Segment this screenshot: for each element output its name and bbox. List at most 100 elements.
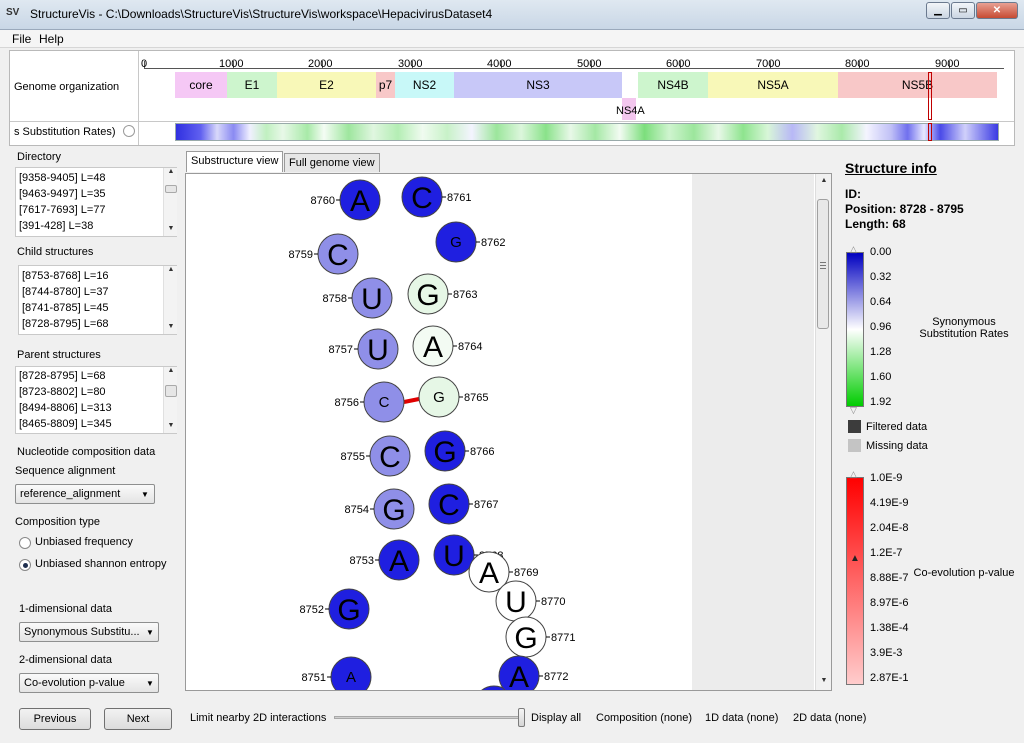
menu-help[interactable]: Help [39, 32, 64, 46]
threshold-marker-icon[interactable]: ▲ [850, 553, 860, 564]
ruler-tick-label: 3000 [398, 58, 423, 70]
substitution-rates-radio[interactable] [123, 125, 135, 137]
list-item[interactable]: [8723-8802] L=80 [19, 386, 106, 398]
scroll-thumb[interactable] [165, 185, 177, 193]
scroll-up-icon[interactable]: ▲ [167, 367, 175, 374]
scroll-down-icon[interactable]: ▼ [167, 422, 175, 429]
limit-interactions-label: Limit nearby 2D interactions [190, 712, 327, 724]
triangle-down-icon: ▽ [850, 405, 857, 415]
nucleotide-base: U [367, 334, 389, 367]
nucleotide-base: G [382, 494, 405, 527]
gene-p7[interactable]: p7 [376, 72, 395, 98]
list-item[interactable]: [9463-9497] L=35 [19, 188, 106, 200]
next-button[interactable]: Next [104, 708, 172, 730]
synonymous-tick-label: 1.92 [870, 396, 892, 408]
tab-full-genome-view[interactable]: Full genome view [284, 153, 380, 172]
coevolution-tick-label: 8.88E-7 [870, 572, 909, 584]
ruler-tick [501, 61, 502, 69]
nucleotide-position-label: 8764 [458, 341, 482, 353]
nucleotide-base: A [509, 661, 529, 691]
scroll-up-icon[interactable]: ▲ [820, 177, 828, 184]
divider [138, 51, 139, 145]
scroll-down-icon[interactable]: ▼ [167, 225, 175, 232]
nucleotide-base: G [433, 436, 456, 469]
directory-list[interactable]: [9358-9405] L=48 [9463-9497] L=35 [7617-… [15, 167, 177, 237]
list-item[interactable]: [8741-8785] L=45 [22, 302, 109, 314]
parent-structures-list[interactable]: [8728-8795] L=68 [8723-8802] L=80 [8494-… [15, 366, 177, 434]
close-button[interactable]: ✕ [976, 2, 1018, 19]
gene-ns4b[interactable]: NS4B [638, 72, 708, 98]
radio-unbiased-shannon-entropy[interactable] [19, 559, 31, 571]
ruler-tick [949, 61, 950, 69]
synonymous-tick-label: 0.96 [870, 321, 892, 333]
coevolution-tick-label: 4.19E-9 [870, 497, 909, 509]
scroll-thumb[interactable] [817, 199, 829, 329]
nucleotide-position-label: 8763 [453, 289, 477, 301]
ruler-tick [233, 61, 234, 69]
gene-ns5b[interactable]: NS5B [838, 72, 997, 98]
minimize-icon: ▁ [934, 5, 942, 16]
previous-button[interactable]: Previous [19, 708, 91, 730]
list-item[interactable]: [8465-8809] L=345 [19, 418, 112, 430]
scroll-down-icon[interactable]: ▼ [167, 323, 175, 330]
nucleotide-position-label: 8754 [345, 504, 369, 516]
coevolution-tick-label: 2.04E-8 [870, 522, 909, 534]
nucleotide-base: G [450, 234, 462, 251]
coevolution-color-bar [846, 477, 864, 685]
structure-id: ID: [845, 187, 861, 201]
sequence-alignment-value: reference_alignment [20, 488, 121, 500]
list-item[interactable]: [8753-8768] L=16 [22, 270, 109, 282]
list-item[interactable]: [391-428] L=38 [19, 220, 94, 232]
gene-ns4a[interactable] [622, 98, 636, 120]
list-item[interactable]: [8728-8795] L=68 [19, 370, 106, 382]
synonymous-tick-label: 1.60 [870, 371, 892, 383]
list-item[interactable]: [8494-8806] L=313 [19, 402, 112, 414]
nucleotide-position-label: 8753 [350, 555, 374, 567]
radio-unbiased-frequency[interactable] [19, 537, 31, 549]
nucleotide-position-label: 8772 [544, 671, 568, 683]
menu-file[interactable]: File [12, 32, 32, 46]
list-item[interactable]: [8744-8780] L=37 [22, 286, 109, 298]
scroll-up-icon[interactable]: ▲ [167, 168, 175, 175]
child-structures-list[interactable]: [8753-8768] L=16 [8744-8780] L=37 [8741-… [18, 265, 177, 335]
nucleotide-base: C [379, 394, 390, 411]
gene-ns4a-label: NS4A [616, 105, 645, 117]
ruler-tick-label: 2000 [308, 58, 333, 70]
substitution-rates-strip[interactable] [175, 123, 999, 141]
close-icon: ✕ [992, 5, 1002, 16]
maximize-button[interactable]: ▭ [951, 2, 975, 19]
slider-thumb[interactable] [518, 708, 525, 727]
twod-data-select[interactable]: Co-evolution p-value ▼ [19, 673, 159, 693]
base-pair-link [403, 397, 420, 404]
nucleotide-base: G [416, 279, 439, 312]
gene-ns2[interactable]: NS2 [395, 72, 454, 98]
tab-substructure-view[interactable]: Substructure view [186, 151, 284, 172]
ruler-tick-label: 7000 [756, 58, 781, 70]
scroll-up-icon[interactable]: ▲ [167, 266, 175, 273]
minimize-button[interactable]: ▁ [926, 2, 950, 19]
scrollbar[interactable]: ▲ ▼ [163, 168, 177, 236]
chevron-down-icon: ▼ [141, 490, 149, 499]
nucleotide-base: A [350, 185, 370, 218]
twod-data-value: Co-evolution p-value [24, 677, 125, 689]
radio-unbiased-shannon-entropy-label[interactable]: Unbiased shannon entropy [35, 558, 167, 570]
scrollbar[interactable]: ▲ ▼ [163, 367, 177, 433]
gene-ns5a[interactable]: NS5A [708, 72, 838, 98]
scroll-thumb[interactable] [165, 385, 177, 397]
list-item[interactable]: [9358-9405] L=48 [19, 172, 106, 184]
gene-e1[interactable]: E1 [227, 72, 277, 98]
gene-ns3[interactable]: NS3 [454, 72, 622, 98]
gene-e2[interactable]: E2 [277, 72, 376, 98]
scrollbar[interactable]: ▲ ▼ [163, 266, 177, 334]
limit-interactions-slider[interactable] [334, 716, 524, 719]
list-item[interactable]: [8728-8795] L=68 [22, 318, 109, 330]
scroll-down-icon[interactable]: ▼ [820, 677, 828, 684]
oned-data-select[interactable]: Synonymous Substitu... ▼ [19, 622, 159, 642]
list-item[interactable]: [7617-7693] L=77 [19, 204, 106, 216]
sequence-alignment-select[interactable]: reference_alignment ▼ [15, 484, 155, 504]
radio-unbiased-frequency-label[interactable]: Unbiased frequency [35, 536, 133, 548]
nucleotide-position-label: 8751 [302, 672, 326, 684]
gene-core[interactable]: core [175, 72, 227, 98]
